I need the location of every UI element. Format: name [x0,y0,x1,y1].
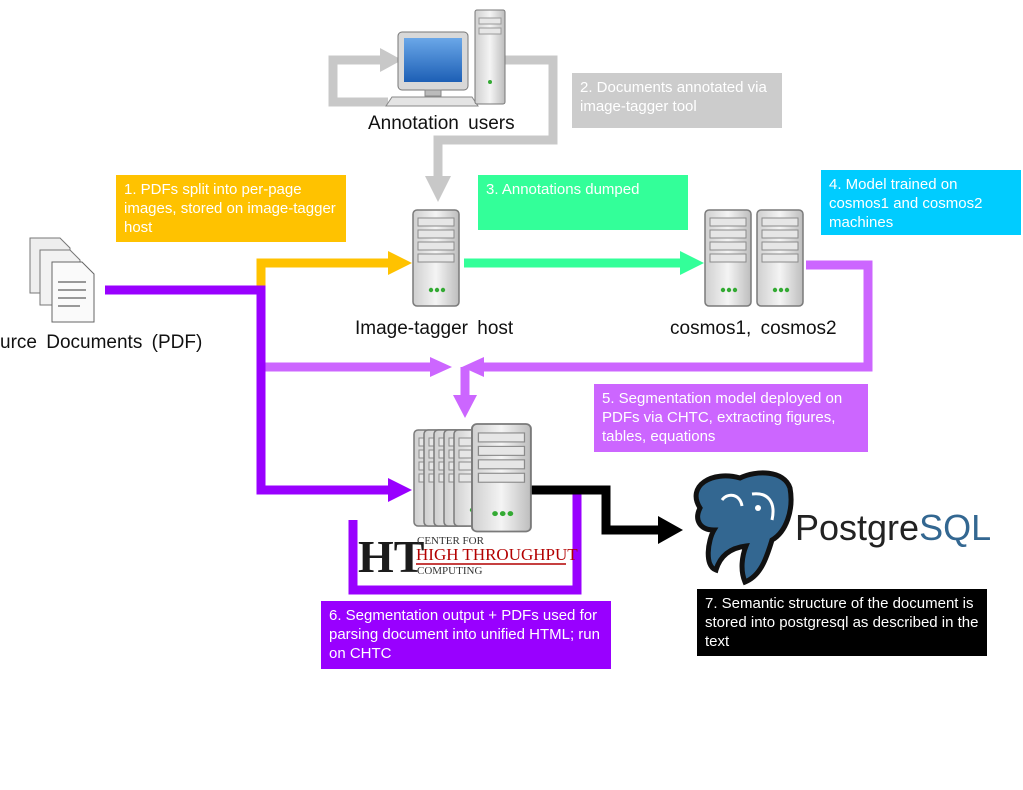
cosmos-label: cosmos1, cosmos2 [670,318,837,339]
image-tagger-host-label: Image-tagger host [355,318,514,339]
chtc-monogram: HT [358,531,424,582]
step-6-box: 6. Segmentation output + PDFs used for p… [321,601,611,669]
elephant-icon [693,470,794,586]
workstation-icon [385,9,506,107]
documents-icon [29,237,95,323]
chtc-server-stack-icon [413,423,532,533]
black-store-arrow [530,485,683,544]
tagger-server-icon [412,209,460,307]
gray-annotation-loop [328,48,558,202]
step-1-box: 1. PDFs split into per-page images, stor… [116,175,346,242]
cosmos-servers-icon [704,209,804,307]
step-7-box: 7. Semantic structure of the document is… [697,589,987,656]
chtc-line2: HIGH THROUGHPUT [416,545,578,564]
postgresql-logo: PostgreSQL [693,470,991,586]
step-3-box: 3. Annotations dumped [478,175,688,230]
chtc-line1: CENTER FOR [417,535,485,547]
source-documents-label: urce Documents (PDF) [0,332,203,353]
step-5-box: 5. Segmentation model deployed on PDFs v… [594,384,868,452]
chtc-logo: HT CENTER FOR HIGH THROUGHPUT COMPUTING [358,531,578,582]
postgres-word2: SQL [919,507,991,548]
green-annotations-arrow [464,251,704,275]
annotation-users-label: Annotation users [368,113,515,134]
step-2-box: 2. Documents annotated via image-tagger … [572,73,782,128]
svg-text:PostgreSQL: PostgreSQL [795,507,991,548]
postgres-word1: Postgre [795,507,919,548]
lavender-model-deploy-line [264,260,873,418]
step-4-box: 4. Model trained on cosmos1 and cosmos2 … [821,170,1021,235]
chtc-line3: COMPUTING [417,565,482,577]
yellow-pdf-split-arrow [256,251,412,286]
